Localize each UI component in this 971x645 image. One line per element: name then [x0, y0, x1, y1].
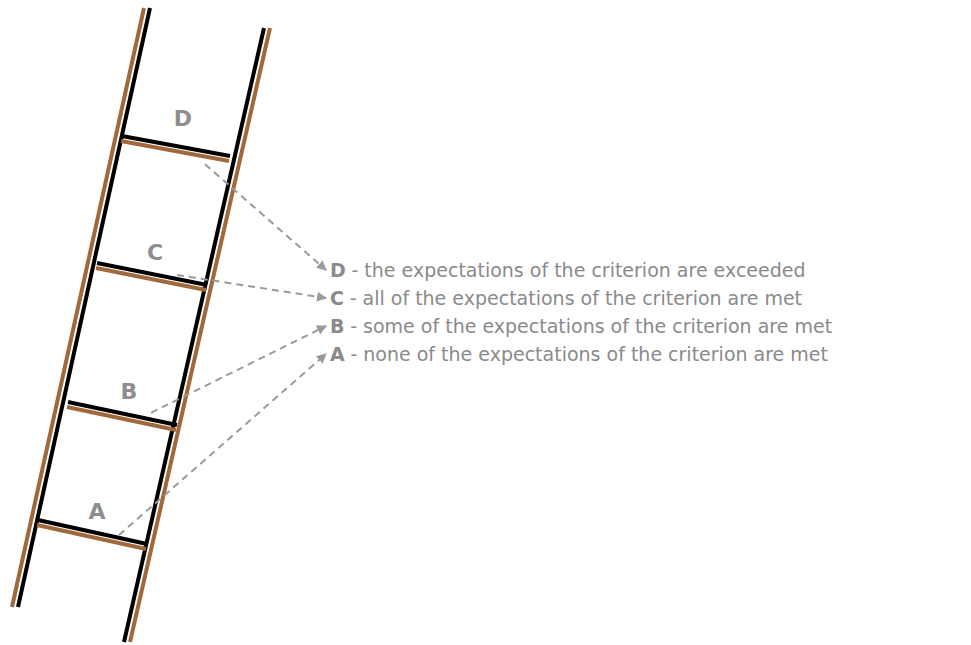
ladder-rung [121, 141, 229, 161]
level-text: - none of the expectations of the criter… [350, 343, 828, 365]
rung-letter: B [121, 379, 138, 405]
level-description: C - all of the expectations of the criter… [330, 286, 802, 310]
ladder-rung [37, 525, 146, 549]
dashed-arrow [119, 354, 326, 535]
rung-label-node: A [75, 499, 119, 539]
rung-label-node: D [161, 106, 205, 166]
dashed-arrow [177, 275, 326, 298]
level-description: B - some of the expectations of the crite… [330, 314, 832, 338]
rung-letter: C [147, 240, 163, 266]
level-description: D- the expectations of the criterion are… [330, 258, 806, 282]
ladder-rung [68, 402, 177, 425]
level-description: A- none of the expectations of the crite… [330, 342, 828, 366]
rung-letter: A [88, 499, 105, 525]
ladder-rung [97, 263, 207, 285]
level-text: - the expectations of the criterion are … [351, 259, 805, 281]
ladder-rung [96, 268, 206, 290]
level-text: - some of the expectations of the criter… [350, 315, 832, 337]
ladder-rail [18, 8, 150, 607]
level-letter: C [330, 287, 344, 309]
level-letter: A [330, 343, 345, 365]
rung-label-node: C [133, 240, 177, 278]
rung-label-node: B [107, 379, 151, 415]
dashed-arrow [151, 326, 326, 413]
ladder-rung [67, 407, 176, 430]
level-text: - all of the expectations of the criteri… [350, 287, 802, 309]
ladder-rail [130, 28, 270, 642]
rung-letter: D [174, 106, 192, 132]
level-letter: B [330, 315, 344, 337]
ladder-rail [12, 8, 144, 607]
level-letter: D [330, 259, 346, 281]
dashed-arrow [205, 164, 326, 270]
